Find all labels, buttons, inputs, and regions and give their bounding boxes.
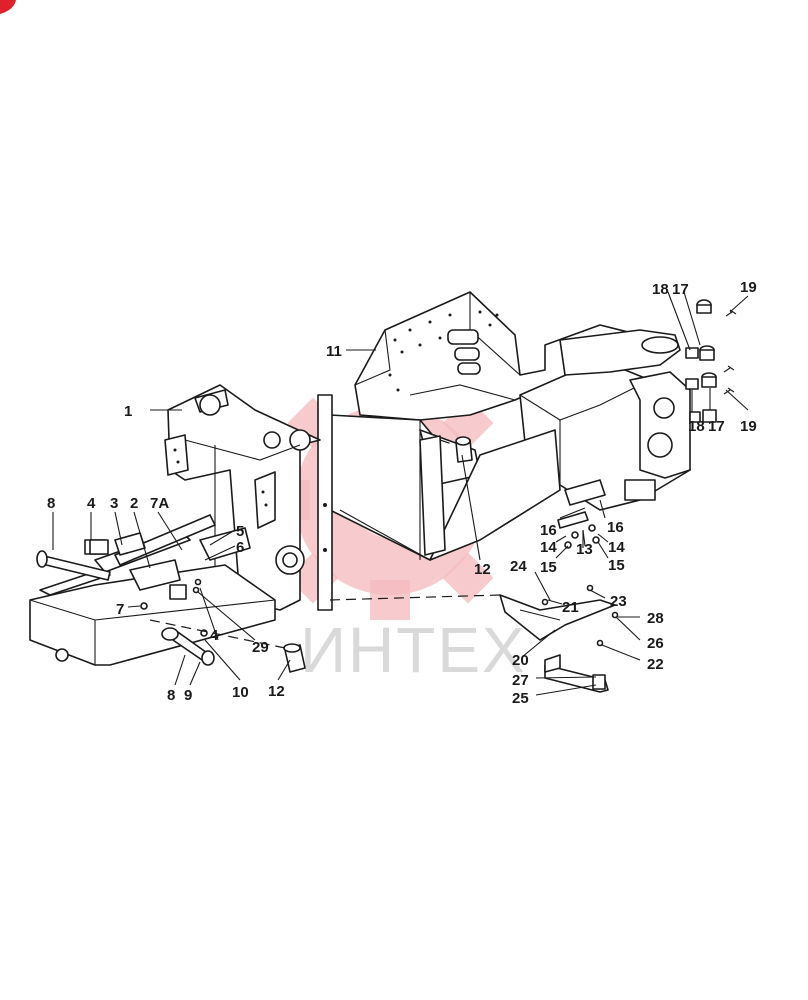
callout-7: 7 xyxy=(116,601,124,618)
callout-14-left: 14 xyxy=(540,539,557,556)
callout-14-right: 14 xyxy=(608,539,625,556)
callout-24: 24 xyxy=(510,558,527,575)
callout-11: 11 xyxy=(326,343,342,360)
callout-17-lower: 17 xyxy=(708,418,725,435)
callout-27: 27 xyxy=(512,672,529,689)
corner-mark-icon xyxy=(0,0,16,14)
callout-5: 5 xyxy=(236,523,244,540)
leader-lines xyxy=(52,291,749,696)
callout-8-lower: 8 xyxy=(167,687,175,704)
callout-12-left: 12 xyxy=(268,683,285,700)
step-bracket-assembly xyxy=(499,584,619,693)
alignment-line xyxy=(439,439,456,446)
watermark-text: ИНТЕХ xyxy=(300,614,527,686)
callout-18-upper: 18 xyxy=(652,281,669,298)
main-frame xyxy=(29,291,691,666)
callout-16-left: 16 xyxy=(540,522,557,539)
callout-1: 1 xyxy=(124,403,132,420)
callout-10: 10 xyxy=(232,684,249,701)
callout-22: 22 xyxy=(647,656,664,673)
callout-19-upper: 19 xyxy=(740,279,757,296)
callout-13: 13 xyxy=(576,541,593,558)
pin-part-8-top xyxy=(36,550,111,581)
callout-21: 21 xyxy=(562,599,579,616)
callout-26: 26 xyxy=(647,635,664,652)
callout-28: 28 xyxy=(647,610,664,627)
callout-23: 23 xyxy=(610,593,627,610)
callout-17-upper: 17 xyxy=(672,281,689,298)
callout-19-lower: 19 xyxy=(740,418,757,435)
callout-15-left: 15 xyxy=(540,559,557,576)
pin-part-8-bottom xyxy=(161,627,215,666)
small-hardware-front xyxy=(89,532,208,637)
callout-20: 20 xyxy=(512,652,529,669)
callout-2: 2 xyxy=(130,495,138,512)
callout-18-lower: 18 xyxy=(688,418,705,435)
callout-12-center: 12 xyxy=(474,561,491,578)
hardware-parts-13-16 xyxy=(557,479,606,549)
bushing-parts-17-18 xyxy=(685,299,737,423)
callout-25: 25 xyxy=(512,690,529,707)
callout-labels: 1 2 3 4 4 5 6 7 7A 8 8 9 10 11 12 12 13 … xyxy=(47,279,757,707)
callout-4-upper: 4 xyxy=(87,495,96,512)
bolt-part-12-center xyxy=(455,436,473,463)
callout-15-right: 15 xyxy=(608,557,625,574)
callout-7a: 7A xyxy=(150,495,169,512)
callout-9: 9 xyxy=(184,687,192,704)
callout-8-upper: 8 xyxy=(47,495,55,512)
callout-16-right: 16 xyxy=(607,519,624,536)
callout-6: 6 xyxy=(236,539,244,556)
alignment-line xyxy=(329,594,501,601)
callout-4-lower: 4 xyxy=(210,627,219,644)
callout-3: 3 xyxy=(110,495,118,512)
callout-29: 29 xyxy=(252,639,269,656)
alignment-line xyxy=(149,619,286,649)
